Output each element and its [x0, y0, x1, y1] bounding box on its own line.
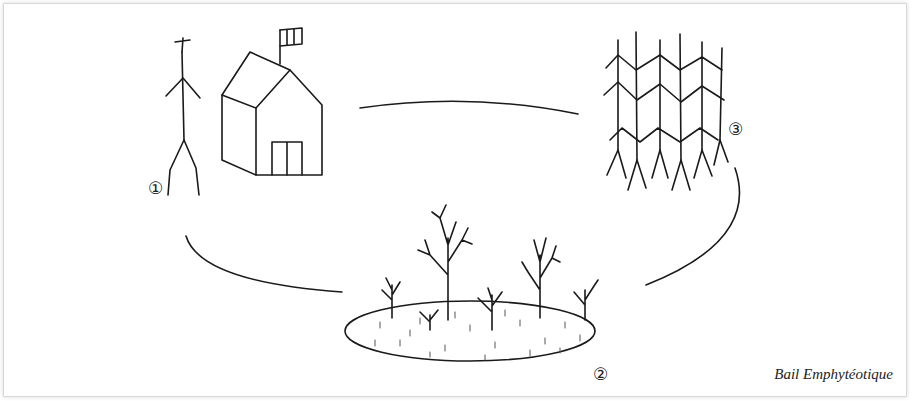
cycle-line — [646, 168, 739, 285]
caption: Bail Emphytéotique — [774, 366, 893, 383]
picture-frame — [3, 3, 907, 397]
stick-figure — [166, 38, 200, 195]
land-with-trees — [345, 205, 598, 361]
cycle-line — [186, 236, 342, 292]
people-group — [604, 32, 728, 190]
cycle-line — [360, 101, 578, 114]
callout-number: ③ — [728, 121, 743, 138]
house — [222, 28, 322, 175]
callout-number: ② — [593, 366, 608, 383]
callout-number: ① — [148, 180, 163, 197]
